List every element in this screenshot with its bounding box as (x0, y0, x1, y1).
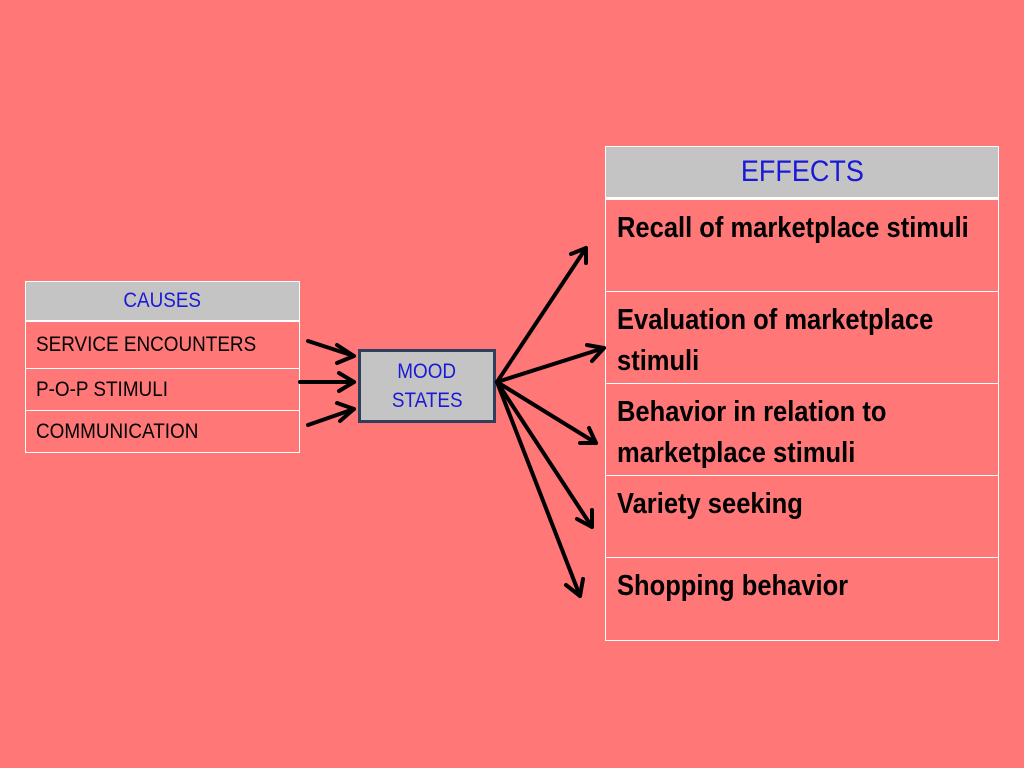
effects-header: EFFECTS (606, 147, 998, 200)
cause-item-label: COMMUNICATION (36, 419, 199, 443)
arrow-pop-to-mood (298, 371, 356, 393)
effect-item-recall: Recall of marketplace stimuli (606, 200, 998, 292)
effect-item-label: Recall of marketplace stimuli (617, 212, 969, 244)
effects-header-label: EFFECTS (740, 155, 864, 188)
arrow-mood-to-behavior (495, 380, 598, 445)
arrow-mood-to-shopping (495, 380, 585, 598)
causes-header: CAUSES (26, 282, 299, 322)
effect-item-evaluation: Evaluation of marketplace stimuli (606, 292, 998, 384)
cause-item-communication: COMMUNICATION (26, 411, 299, 453)
arrow-communication-to-mood (306, 401, 356, 427)
causes-header-label: CAUSES (123, 289, 202, 312)
cause-item-label: SERVICE ENCOUNTERS (36, 333, 257, 356)
effect-item-label: Behavior in relation to marketplace stim… (617, 396, 887, 469)
arrow-mood-to-evaluation (495, 343, 606, 384)
effect-item-shopping-behavior: Shopping behavior (606, 558, 998, 641)
mood-states-box: MOOD STATES (358, 349, 496, 423)
cause-item-label: P-O-P STIMULI (36, 377, 168, 401)
effect-item-label: Evaluation of marketplace stimuli (617, 304, 934, 377)
effects-table: EFFECTS Recall of marketplace stimuli Ev… (605, 146, 999, 641)
arrow-service-to-mood (306, 339, 356, 365)
arrow-mood-to-variety (495, 380, 594, 529)
effect-item-behavior: Behavior in relation to marketplace stim… (606, 384, 998, 476)
effect-item-label: Shopping behavior (617, 570, 849, 602)
effect-item-label: Variety seeking (617, 488, 803, 520)
cause-item-service-encounters: SERVICE ENCOUNTERS (26, 322, 299, 369)
causes-table: CAUSES SERVICE ENCOUNTERS P-O-P STIMULI … (25, 281, 300, 453)
cause-item-pop-stimuli: P-O-P STIMULI (26, 369, 299, 411)
mood-line-1: MOOD (397, 360, 457, 383)
arrow-mood-to-recall (495, 246, 588, 384)
mood-line-2: STATES (391, 389, 463, 412)
effect-item-variety-seeking: Variety seeking (606, 476, 998, 558)
